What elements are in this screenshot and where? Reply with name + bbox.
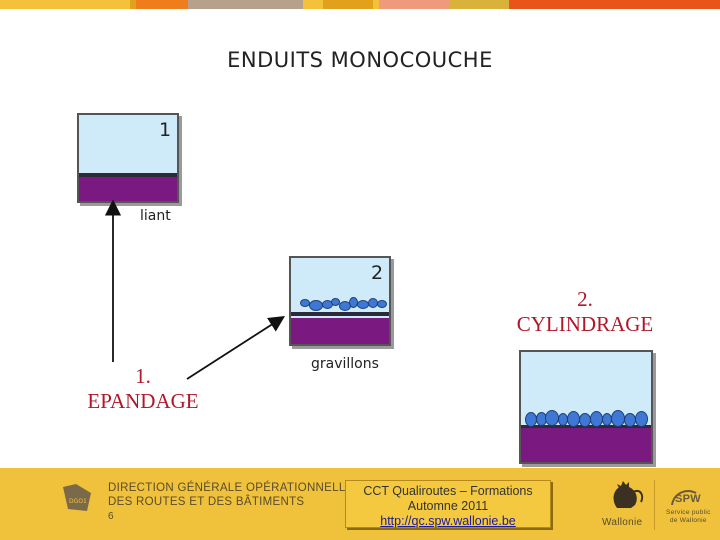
top-bar-segment — [373, 0, 379, 9]
step1-diagram — [77, 113, 179, 203]
spw-logo — [671, 490, 697, 506]
liant-label: liant — [140, 208, 171, 224]
slide-title: ENDUITS MONOCOUCHE — [227, 48, 493, 72]
top-bar-segment — [303, 0, 323, 9]
epandage-label: 1. EPANDAGE — [87, 364, 199, 413]
gravillons-label: gravillons — [311, 356, 379, 372]
top-color-bar — [0, 0, 720, 9]
footer-divider — [654, 480, 655, 530]
top-bar-segment — [449, 0, 509, 9]
qualiroutes-link[interactable]: http://qc.spw.wallonie.be — [380, 514, 516, 528]
top-bar-segment — [188, 0, 258, 9]
dg-title: DIRECTION GÉNÉRALE OPÉRATIONNELLE DES RO… — [108, 482, 354, 508]
top-bar-segment — [379, 0, 449, 9]
top-bar-segment — [130, 0, 136, 9]
cylindrage-label: 2. CYLINDRAGE — [516, 287, 654, 336]
process-arrows — [104, 199, 286, 380]
top-bar-segment — [323, 0, 373, 9]
spw-text: SPW — [675, 493, 701, 505]
wallonie-text: Wallonie — [602, 517, 643, 528]
dgo1-logo: DGO1 — [63, 484, 91, 511]
step2-number: 2 — [371, 262, 384, 284]
top-bar-segment — [258, 0, 303, 9]
top-bar-segment — [52, 0, 130, 9]
step2-diagram — [289, 256, 391, 346]
page-number: 6 — [108, 511, 114, 522]
spw-subtitle: Service public de Wallonie — [666, 509, 711, 524]
training-note: CCT Qualiroutes – Formations Automne 201… — [345, 480, 551, 528]
wallonie-rooster-logo — [613, 481, 644, 508]
top-bar-segment — [0, 0, 52, 9]
step3-diagram — [519, 350, 653, 464]
top-bar-segment — [136, 0, 188, 9]
top-bar-segment — [509, 0, 720, 9]
arrow-to-gravillons — [186, 316, 286, 380]
svg-text:DGO1: DGO1 — [69, 498, 87, 505]
step1-number: 1 — [159, 119, 172, 141]
